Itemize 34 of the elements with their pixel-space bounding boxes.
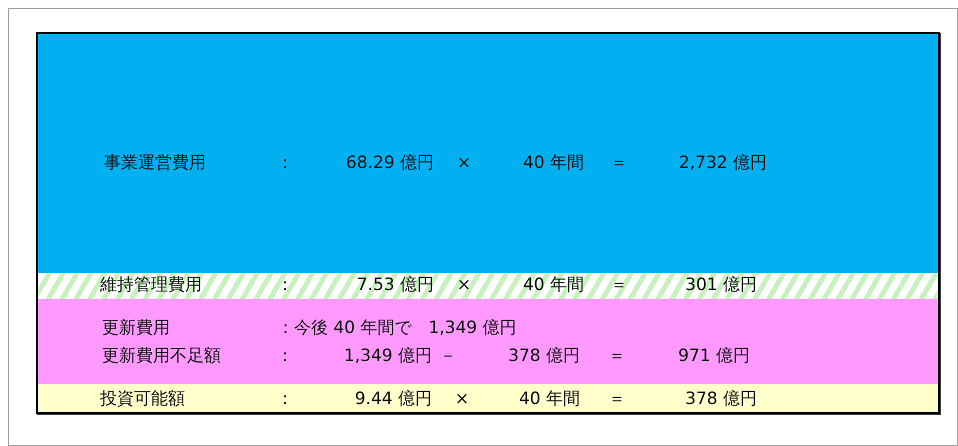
times-sign: ×: [456, 274, 472, 296]
total-amount: 301 億円: [685, 274, 757, 296]
unit-cost: 7.53 億円: [356, 274, 434, 296]
cost-band: [38, 299, 938, 384]
minus-sign: －: [440, 345, 456, 367]
amount: 1,349 億円: [344, 345, 432, 367]
equals-sign: ＝: [610, 152, 628, 174]
item-label: 維持管理費用: [100, 274, 202, 296]
equals-sign: ＝: [610, 274, 628, 296]
times-sign: ×: [456, 152, 472, 174]
cost-band: [38, 384, 938, 412]
period: 40 年間: [522, 274, 584, 296]
total-amount: 378 億円: [685, 388, 757, 410]
item-label: 投資可能額: [100, 388, 185, 410]
equals-sign: ＝: [608, 345, 626, 367]
colon: ：: [276, 345, 294, 367]
item-label: 更新費用: [102, 317, 170, 339]
total-amount: 2,732 億円: [678, 152, 767, 174]
item-label: 事業運営費用: [104, 152, 206, 174]
unit-cost: 9.44 億円: [354, 388, 432, 410]
period: 40 年間: [522, 152, 584, 174]
colon: ：: [276, 388, 294, 410]
times-sign: ×: [454, 388, 470, 410]
cost-note: ：今後 40 年間で 1,349 億円: [277, 317, 517, 339]
equals-sign: ＝: [608, 388, 626, 410]
cost-band: [38, 34, 938, 273]
cost-band: [38, 273, 938, 299]
amount: 378 億円: [508, 345, 580, 367]
colon: ：: [276, 274, 294, 296]
item-label: 更新費用不足額: [102, 345, 221, 367]
colon: ：: [276, 152, 294, 174]
period: 40 年間: [518, 388, 580, 410]
total-amount: 971 億円: [678, 345, 750, 367]
unit-cost: 68.29 億円: [346, 152, 434, 174]
